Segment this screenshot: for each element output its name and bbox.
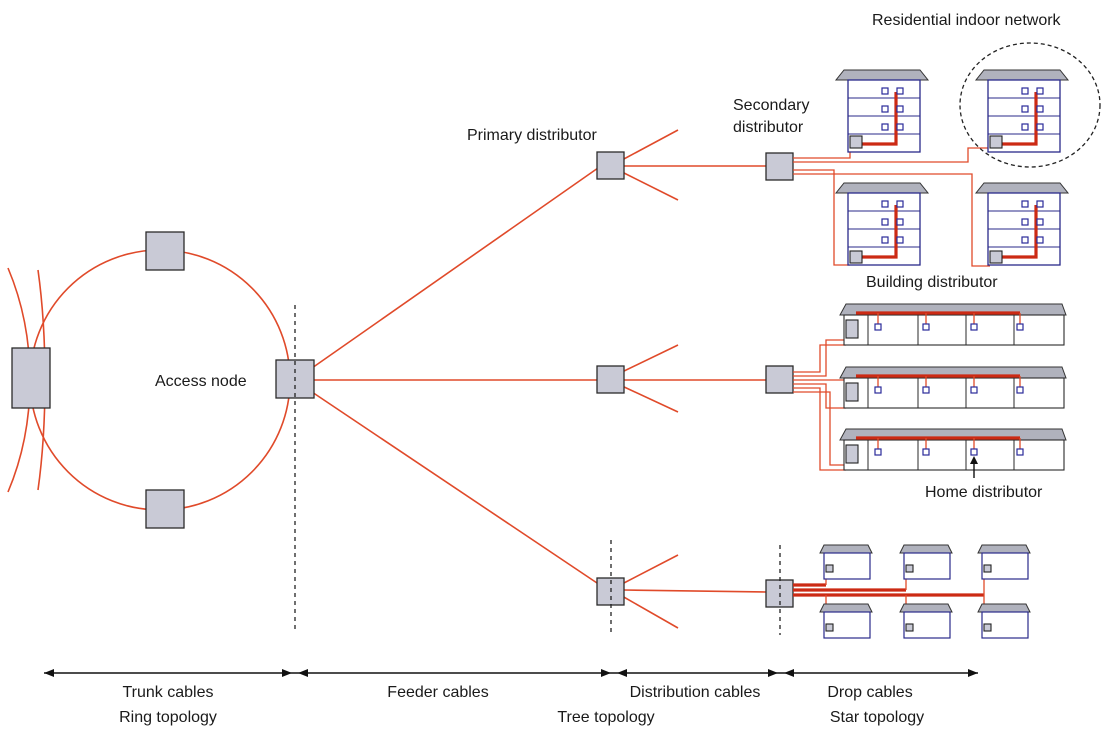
residential-indoor-network-highlight: [959, 42, 1101, 168]
segment-distribution-cable-label: Distribution cables: [630, 684, 761, 701]
primary-distributor-label: Primary distributor: [467, 127, 597, 144]
row-houses-2: [839, 366, 1067, 409]
detached-houses: [819, 544, 1031, 639]
drop-cables-bottom: [793, 570, 985, 625]
ring-node-bottom: [145, 489, 185, 529]
drop-cables-middle: [793, 339, 846, 471]
ring-node-left: [11, 347, 51, 409]
segment-star-topology-label: Star topology: [830, 709, 924, 726]
segment-arrows: [44, 669, 978, 677]
home-distributor-label: Home distributor: [925, 484, 1043, 501]
trunk-ring: [7, 231, 291, 529]
feeder-cables: [311, 167, 601, 586]
apartment-building-2: [974, 69, 1070, 153]
primary-distributor-top: [596, 151, 625, 180]
segment-feeder-cable-label: Feeder cables: [387, 684, 488, 701]
home-distributor: [970, 448, 978, 456]
secondary-distributor-middle: [765, 365, 794, 394]
secondary-distributor-label-line1: Secondary: [733, 97, 810, 114]
row-houses-3: [839, 428, 1067, 471]
segment-trunk-topology-label: Ring topology: [119, 709, 217, 726]
apartment-building-3: [834, 182, 930, 266]
apartment-building-1: [834, 69, 930, 153]
primary-distributors: [596, 129, 767, 629]
segment-drop-cable-label: Drop cables: [827, 684, 912, 701]
apartment-building-4: [974, 182, 1070, 266]
drop-cables-top: [793, 147, 990, 267]
residential-indoor-network-label: Residential indoor network: [872, 12, 1062, 29]
secondary-distributor-top: [765, 152, 794, 181]
access-node-label: Access node: [155, 373, 247, 390]
ring-node-top: [145, 231, 185, 271]
secondary-distributor-label-line2: distributor: [733, 119, 804, 136]
building-distributor-label: Building distributor: [866, 274, 998, 291]
primary-distributor-middle: [596, 365, 625, 394]
row-houses-1: [839, 303, 1067, 346]
segment-trunk-cable-label: Trunk cables: [123, 684, 214, 701]
segment-tree-topology-label: Tree topology: [557, 709, 654, 726]
